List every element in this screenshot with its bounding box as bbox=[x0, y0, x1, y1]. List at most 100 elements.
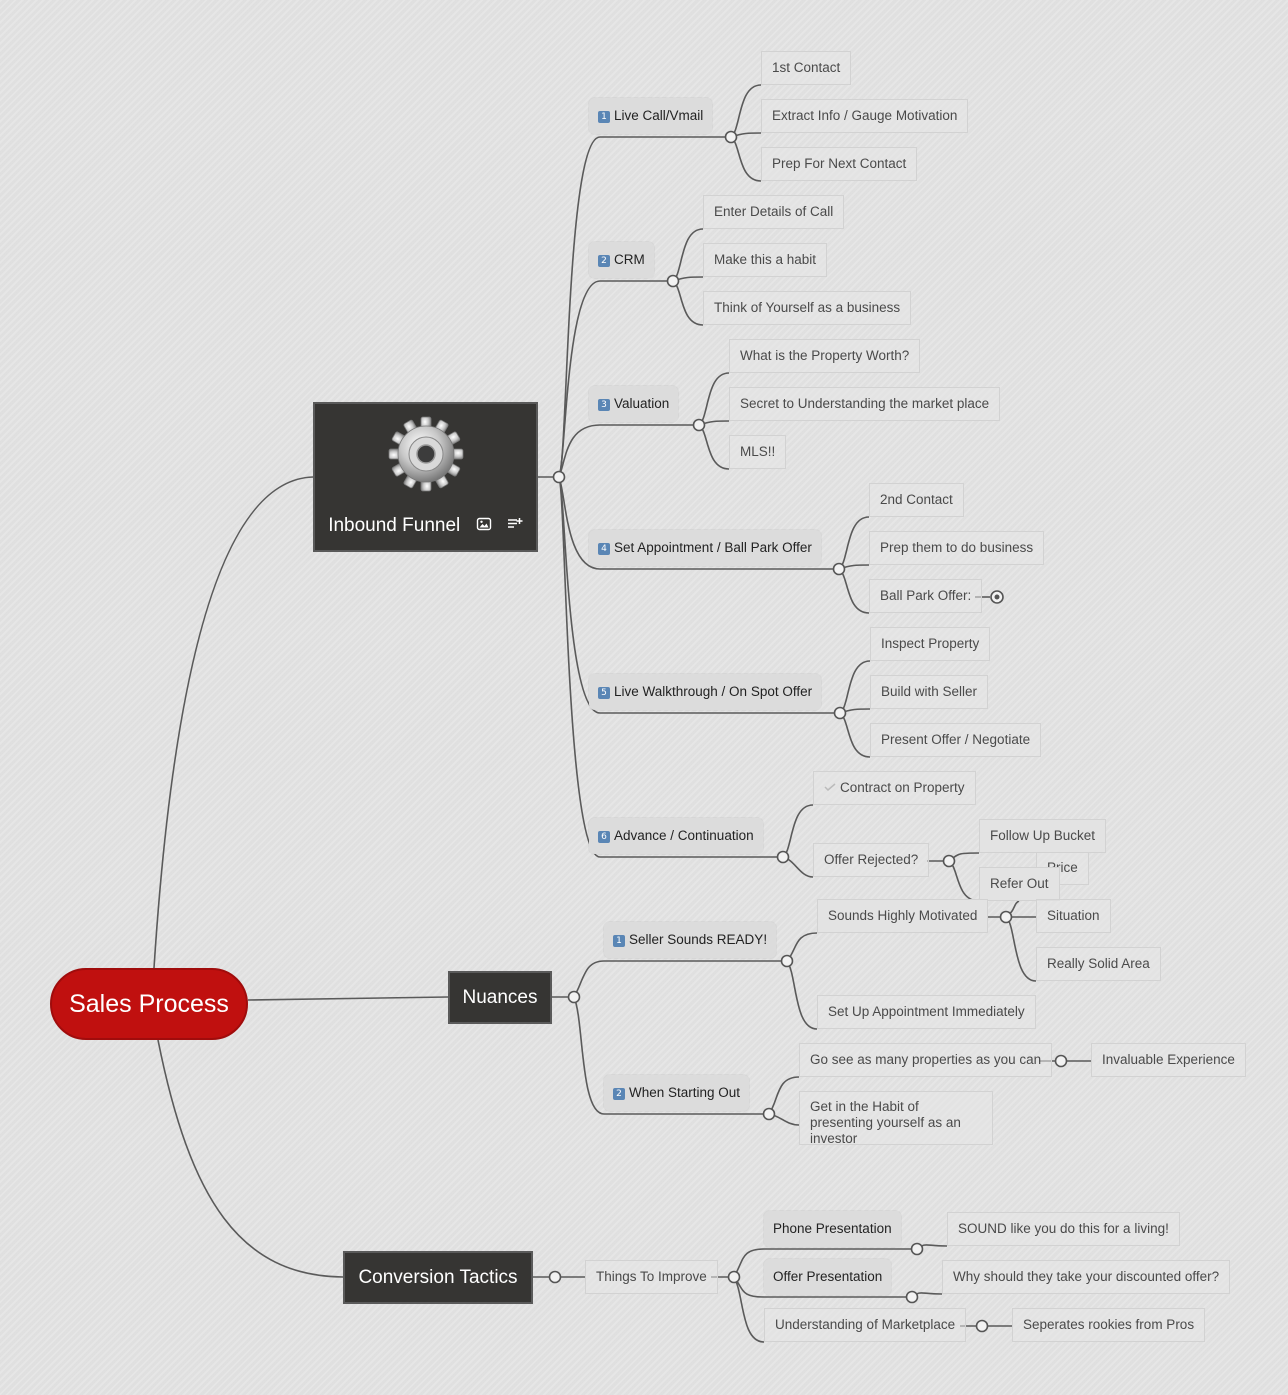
subtopic[interactable]: Inspect Property bbox=[870, 627, 991, 661]
subtopic[interactable]: Why should they take your discounted off… bbox=[942, 1260, 1231, 1294]
subtopic-label: Secret to Understanding the market place bbox=[740, 396, 990, 411]
conversion-tactics-topic[interactable]: Conversion Tactics bbox=[343, 1251, 533, 1304]
subtopic-label: Prep For Next Contact bbox=[772, 156, 907, 171]
subtopic[interactable]: Prep For Next Contact bbox=[761, 147, 918, 181]
subtopic[interactable]: SOUND like you do this for a living! bbox=[947, 1212, 1180, 1246]
topic-label: CRM bbox=[614, 252, 645, 267]
image-icon[interactable] bbox=[476, 514, 492, 538]
subtopic-label: Inspect Property bbox=[881, 636, 980, 651]
subtopic[interactable]: Set Up Appointment Immediately bbox=[817, 995, 1036, 1029]
subtopic[interactable]: Ball Park Offer: bbox=[869, 579, 983, 613]
subtopic[interactable]: Think of Yourself as a business bbox=[703, 291, 912, 325]
topic-walkthrough[interactable]: 5 Live Walkthrough / On Spot Offer bbox=[589, 674, 822, 710]
subtopic[interactable]: What is the Property Worth? bbox=[729, 339, 921, 373]
check-icon bbox=[824, 783, 836, 791]
subtopic[interactable]: Really Solid Area bbox=[1036, 947, 1161, 981]
subtopic[interactable]: Offer Rejected? bbox=[813, 843, 930, 877]
topic-label: When Starting Out bbox=[629, 1085, 741, 1100]
topic-label: Advance / Continuation bbox=[614, 828, 754, 843]
priority-badge: 4 bbox=[598, 543, 610, 555]
subtopic[interactable]: Situation bbox=[1036, 899, 1111, 933]
subtopic[interactable]: Things To Improve bbox=[585, 1260, 718, 1294]
priority-badge: 1 bbox=[598, 111, 610, 123]
topic-seller-ready[interactable]: 1 Seller Sounds READY! bbox=[604, 922, 777, 958]
nuances-label: Nuances bbox=[462, 987, 538, 1008]
priority-badge: 2 bbox=[613, 1088, 625, 1100]
subtopic[interactable]: Present Offer / Negotiate bbox=[870, 723, 1042, 757]
conversion-tactics-label: Conversion Tactics bbox=[358, 1267, 518, 1288]
subtopic[interactable]: Contract on Property bbox=[813, 771, 976, 805]
topic-label: Seller Sounds READY! bbox=[629, 932, 768, 947]
topic-label: Live Walkthrough / On Spot Offer bbox=[614, 684, 813, 699]
subtopic[interactable]: 2nd Contact bbox=[869, 483, 964, 517]
subtopic[interactable]: Prep them to do business bbox=[869, 531, 1045, 565]
subtopic[interactable]: Go see as many properties as you can bbox=[799, 1043, 1053, 1077]
subtopic-label: Refer Out bbox=[990, 876, 1049, 891]
subtopic-label: MLS!! bbox=[740, 444, 776, 459]
subtopic-label: Seperates rookies from Pros bbox=[1023, 1317, 1195, 1332]
gear-icon bbox=[386, 414, 466, 494]
priority-badge: 1 bbox=[613, 935, 625, 947]
subtopic-label: Build with Seller bbox=[881, 684, 978, 699]
subtopic-label: 2nd Contact bbox=[880, 492, 953, 507]
subtopic[interactable]: Build with Seller bbox=[870, 675, 989, 709]
topic-label: Offer Presentation bbox=[773, 1269, 883, 1284]
subtopic[interactable]: Sounds Highly Motivated bbox=[817, 899, 989, 933]
topic-phone-presentation[interactable]: Phone Presentation bbox=[764, 1211, 901, 1247]
root-topic-label: Sales Process bbox=[69, 990, 229, 1018]
priority-badge: 5 bbox=[598, 687, 610, 699]
subtopic-label: Get in the Habit of presenting yourself … bbox=[810, 1099, 961, 1146]
subtopic[interactable]: Secret to Understanding the market place bbox=[729, 387, 1001, 421]
subtopic-label: Go see as many properties as you can bbox=[810, 1052, 1042, 1067]
subtopic[interactable]: Invaluable Experience bbox=[1091, 1043, 1246, 1077]
subtopic-label: Sounds Highly Motivated bbox=[828, 908, 978, 923]
collapsed-branch-icon[interactable] bbox=[990, 590, 1004, 604]
inbound-funnel-label: Inbound Funnel bbox=[328, 515, 461, 537]
subtopic[interactable]: Make this a habit bbox=[703, 243, 828, 277]
notes-icon[interactable] bbox=[507, 514, 523, 538]
topic-valuation[interactable]: 3 Valuation bbox=[589, 386, 679, 422]
subtopic-label: Situation bbox=[1047, 908, 1100, 923]
subtopic-label: Really Solid Area bbox=[1047, 956, 1150, 971]
subtopic[interactable]: Enter Details of Call bbox=[703, 195, 845, 229]
subtopic[interactable]: 1st Contact bbox=[761, 51, 852, 85]
subtopic-label: Extract Info / Gauge Motivation bbox=[772, 108, 958, 123]
subtopic-label: Why should they take your discounted off… bbox=[953, 1269, 1220, 1284]
topic-label: Set Appointment / Ball Park Offer bbox=[614, 540, 812, 555]
subtopic[interactable]: Understanding of Marketplace bbox=[764, 1308, 967, 1342]
subtopic-label: 1st Contact bbox=[772, 60, 841, 75]
priority-badge: 3 bbox=[598, 399, 610, 411]
nuances-topic[interactable]: Nuances bbox=[448, 971, 552, 1024]
subtopic[interactable]: Follow Up Bucket bbox=[979, 819, 1107, 853]
subtopic-label: Ball Park Offer: bbox=[880, 588, 972, 603]
subtopic[interactable]: Refer Out bbox=[979, 867, 1060, 901]
subtopic-label: Offer Rejected? bbox=[824, 852, 919, 867]
topic-live-call[interactable]: 1 Live Call/Vmail bbox=[589, 98, 713, 134]
subtopic[interactable]: Extract Info / Gauge Motivation bbox=[761, 99, 969, 133]
subtopic-label: Think of Yourself as a business bbox=[714, 300, 901, 315]
priority-badge: 2 bbox=[598, 255, 610, 267]
topic-label: Phone Presentation bbox=[773, 1221, 892, 1236]
subtopic[interactable]: MLS!! bbox=[729, 435, 787, 469]
subtopic-label: Contract on Property bbox=[840, 780, 965, 795]
subtopic[interactable]: Seperates rookies from Pros bbox=[1012, 1308, 1206, 1342]
topic-offer-presentation[interactable]: Offer Presentation bbox=[764, 1259, 892, 1295]
topic-set-appointment[interactable]: 4 Set Appointment / Ball Park Offer bbox=[589, 530, 821, 566]
topic-starting-out[interactable]: 2 When Starting Out bbox=[604, 1075, 750, 1111]
subtopic-label: Prep them to do business bbox=[880, 540, 1034, 555]
subtopic-label: Enter Details of Call bbox=[714, 204, 834, 219]
topic-crm[interactable]: 2 CRM bbox=[589, 242, 654, 278]
subtopic-label: What is the Property Worth? bbox=[740, 348, 910, 363]
subtopic-label: Present Offer / Negotiate bbox=[881, 732, 1031, 747]
subtopic-label: Invaluable Experience bbox=[1102, 1052, 1235, 1067]
inbound-funnel-topic[interactable]: Inbound Funnel bbox=[313, 402, 538, 552]
subtopic-label: Make this a habit bbox=[714, 252, 817, 267]
subtopic-label: Understanding of Marketplace bbox=[775, 1317, 956, 1332]
subtopic-label: Things To Improve bbox=[596, 1269, 707, 1284]
topic-label: Valuation bbox=[614, 396, 670, 411]
subtopic[interactable]: Get in the Habit of presenting yourself … bbox=[799, 1091, 993, 1146]
topic-label: Live Call/Vmail bbox=[614, 108, 704, 123]
root-topic[interactable]: Sales Process bbox=[50, 968, 248, 1040]
